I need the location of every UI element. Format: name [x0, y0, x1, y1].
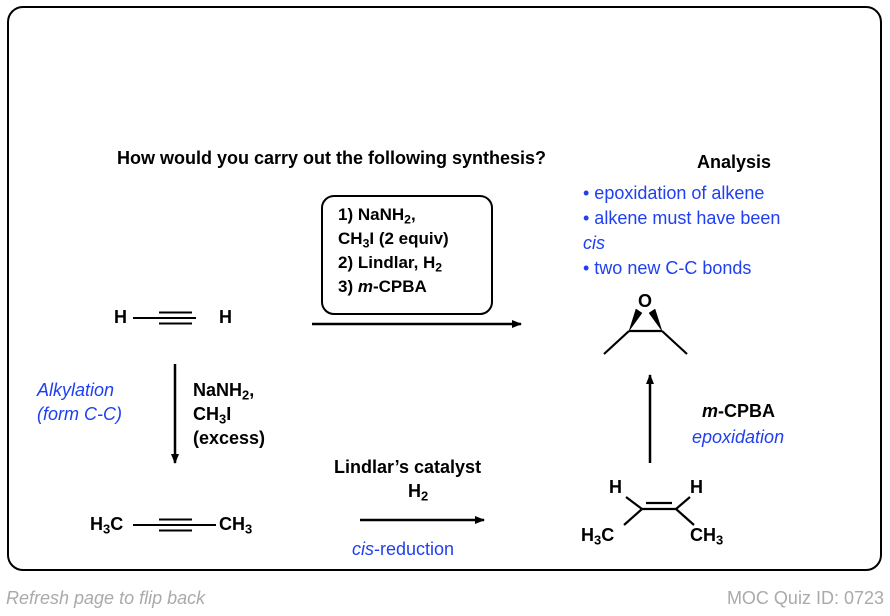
analysis-bullet: • alkene must have been	[583, 208, 781, 228]
cis-reduction-annotation: cis-reduction	[352, 539, 455, 559]
butene-left-methyl: H3C	[581, 525, 615, 548]
lindlar-h2: H2	[408, 481, 429, 504]
butene-h-left: H	[609, 477, 622, 497]
analysis-bullet-cis: cis	[583, 233, 605, 253]
reagent-step-1: 1) NaNH2,	[338, 205, 416, 227]
analysis-list: • epoxidation of alkene • alkene must ha…	[583, 181, 780, 281]
analysis-bullet: • epoxidation of alkene	[583, 183, 765, 203]
reagent-step-3: 3) m-CPBA	[338, 277, 427, 296]
reagent-box	[321, 195, 493, 315]
butene-right-methyl: CH3	[690, 525, 724, 548]
quiz-card[interactable]	[7, 6, 882, 571]
quiz-id: MOC Quiz ID: 0723	[726, 588, 884, 608]
epoxide-oxygen: O	[638, 291, 653, 311]
cis-butene-bonds	[623, 496, 695, 526]
direct-route-reagents: 1) NaNH2, CH3I (2 equiv) 2) Lindlar, H2 …	[338, 203, 449, 299]
lindlar-reagent: Lindlar’s catalyst	[334, 457, 482, 477]
reagent-step-2: 2) Lindlar, H2	[338, 253, 443, 275]
epoxide-bonds	[603, 308, 688, 355]
butene-h-right: H	[690, 477, 703, 497]
acetylene-h-left: H	[114, 307, 127, 327]
acetylene-triple-bond	[133, 311, 196, 325]
alkylation-annotation: Alkylation (form C-C)	[37, 380, 122, 424]
epoxidation-annotation: epoxidation	[692, 427, 785, 447]
butyne-right-methyl: CH3	[219, 514, 253, 537]
question-title: How would you carry out the following sy…	[117, 148, 547, 168]
acetylene-h-right: H	[219, 307, 232, 327]
analysis-heading: Analysis	[697, 152, 772, 172]
butyne-triple-bond	[133, 518, 216, 532]
mcpba-reagent: m-CPBA	[702, 401, 776, 421]
refresh-hint: Refresh page to flip back	[6, 588, 206, 608]
analysis-bullet: • two new C-C bonds	[583, 258, 752, 278]
alkylation-reagents: NaNH2, CH3I (excess)	[193, 380, 266, 448]
butyne-left-methyl: H3C	[90, 514, 124, 537]
reagent-step-1b: CH3I (2 equiv)	[338, 229, 449, 251]
